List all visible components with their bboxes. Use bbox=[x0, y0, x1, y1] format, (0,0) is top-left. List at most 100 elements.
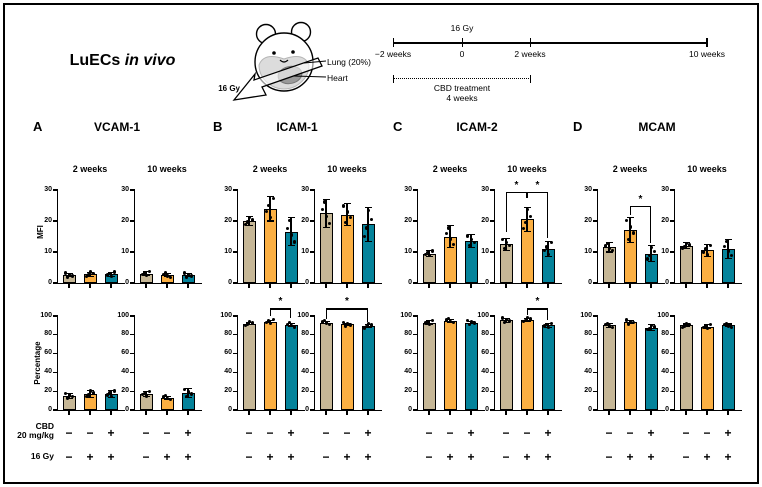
treatment-sign: + bbox=[724, 450, 732, 464]
y-tick-label: 60 bbox=[404, 349, 412, 357]
x-axis bbox=[56, 410, 125, 412]
error-bar bbox=[145, 391, 147, 397]
data-point bbox=[84, 395, 88, 399]
x-tick bbox=[706, 411, 708, 415]
bar-group2 bbox=[520, 319, 534, 410]
sig-star: * bbox=[345, 296, 349, 308]
x-tick bbox=[526, 284, 528, 288]
data-point bbox=[444, 318, 448, 322]
data-point bbox=[724, 239, 729, 244]
y-tick-label: 0 bbox=[125, 278, 129, 286]
y-tick-label: 10 bbox=[44, 247, 52, 255]
sig-star: * bbox=[638, 193, 643, 205]
data-point bbox=[287, 218, 292, 223]
data-point bbox=[451, 320, 456, 325]
sig-bracket bbox=[270, 308, 291, 310]
y-tick bbox=[490, 282, 494, 284]
data-point bbox=[680, 246, 684, 250]
x-tick bbox=[650, 411, 652, 415]
treatment-sign: − bbox=[703, 426, 711, 440]
error-cap-bottom bbox=[605, 251, 613, 253]
y-axis bbox=[236, 315, 238, 411]
y-tick-label: 100 bbox=[220, 311, 232, 319]
y-tick-label: 100 bbox=[400, 311, 412, 319]
data-point bbox=[348, 323, 353, 327]
error-bar bbox=[650, 245, 652, 262]
error-bar bbox=[629, 217, 631, 243]
data-point bbox=[292, 240, 297, 244]
bar-group1 bbox=[242, 323, 256, 410]
error-cap-top bbox=[287, 322, 295, 325]
data-point bbox=[423, 252, 427, 256]
y-tick-label: 0 bbox=[125, 405, 129, 413]
y-tick-label: 40 bbox=[481, 367, 489, 375]
data-point bbox=[624, 218, 628, 223]
bar-group1 bbox=[679, 245, 693, 283]
data-point bbox=[521, 320, 525, 324]
x-tick bbox=[367, 411, 369, 415]
y-tick bbox=[413, 334, 417, 336]
error-cap-bottom bbox=[343, 225, 351, 227]
y-tick-label: 100 bbox=[117, 311, 129, 319]
panel-letter-C: C bbox=[393, 119, 403, 134]
treatment-sign: + bbox=[364, 426, 372, 440]
y-tick bbox=[593, 220, 597, 222]
bar-group1 bbox=[319, 322, 333, 410]
y-tick bbox=[53, 334, 57, 336]
data-point bbox=[168, 398, 173, 402]
y-tick-label: 20 bbox=[44, 216, 52, 224]
treatment-sign: + bbox=[703, 450, 711, 464]
error-cap-top bbox=[502, 237, 510, 239]
y-tick-label: 30 bbox=[301, 185, 309, 193]
x-tick bbox=[248, 411, 250, 415]
x-axis bbox=[493, 410, 562, 412]
sig-bracket bbox=[326, 308, 368, 310]
data-point bbox=[446, 226, 451, 230]
treatment-sign: − bbox=[605, 426, 613, 440]
data-point bbox=[649, 323, 654, 328]
y-tick bbox=[53, 315, 57, 317]
treatment-sign: − bbox=[446, 426, 454, 440]
y-tick bbox=[593, 189, 597, 191]
y-tick-label: 20 bbox=[584, 386, 592, 394]
y-tick-label: 0 bbox=[588, 405, 592, 413]
y-tick-label: 0 bbox=[665, 405, 669, 413]
error-cap-bottom bbox=[502, 249, 510, 251]
error-cap-top bbox=[65, 392, 73, 394]
data-point bbox=[726, 249, 731, 253]
bar-group3 bbox=[721, 325, 735, 410]
y-tick bbox=[130, 390, 134, 392]
y-tick bbox=[670, 334, 674, 336]
data-point bbox=[245, 322, 250, 326]
y-tick bbox=[670, 315, 674, 317]
data-point bbox=[65, 275, 70, 279]
cbd-treatment-label: CBD treatment bbox=[433, 83, 491, 93]
error-cap-top bbox=[107, 271, 115, 273]
data-point bbox=[684, 241, 689, 245]
error-bar bbox=[346, 203, 348, 226]
timeline-axis bbox=[393, 42, 707, 44]
y-tick-label: 40 bbox=[224, 367, 232, 375]
data-point bbox=[546, 252, 551, 257]
data-point bbox=[366, 208, 371, 213]
subplot-title-timepoint: 10 weeks bbox=[687, 164, 727, 174]
error-cap-bottom bbox=[86, 275, 94, 278]
error-cap-bottom bbox=[287, 245, 295, 247]
y-tick bbox=[53, 353, 57, 355]
treatment-sign: − bbox=[142, 450, 150, 464]
timeline-label-0: 0 bbox=[459, 49, 465, 59]
data-point bbox=[266, 203, 271, 208]
treatment-sign: − bbox=[86, 426, 94, 440]
data-point bbox=[626, 237, 631, 241]
figure-title-italic: in vivo bbox=[124, 52, 176, 69]
x-tick bbox=[505, 411, 507, 415]
data-point bbox=[427, 322, 432, 327]
error-cap-top bbox=[544, 240, 552, 242]
error-cap-top bbox=[724, 323, 732, 325]
y-tick-label: 30 bbox=[481, 185, 489, 193]
timeline-tick-2w bbox=[529, 38, 531, 47]
data-point bbox=[364, 226, 369, 230]
subplot-title-timepoint: 2 weeks bbox=[252, 164, 288, 174]
figure-title-main: LuECs bbox=[69, 52, 121, 69]
treatment-sign: − bbox=[682, 450, 690, 464]
